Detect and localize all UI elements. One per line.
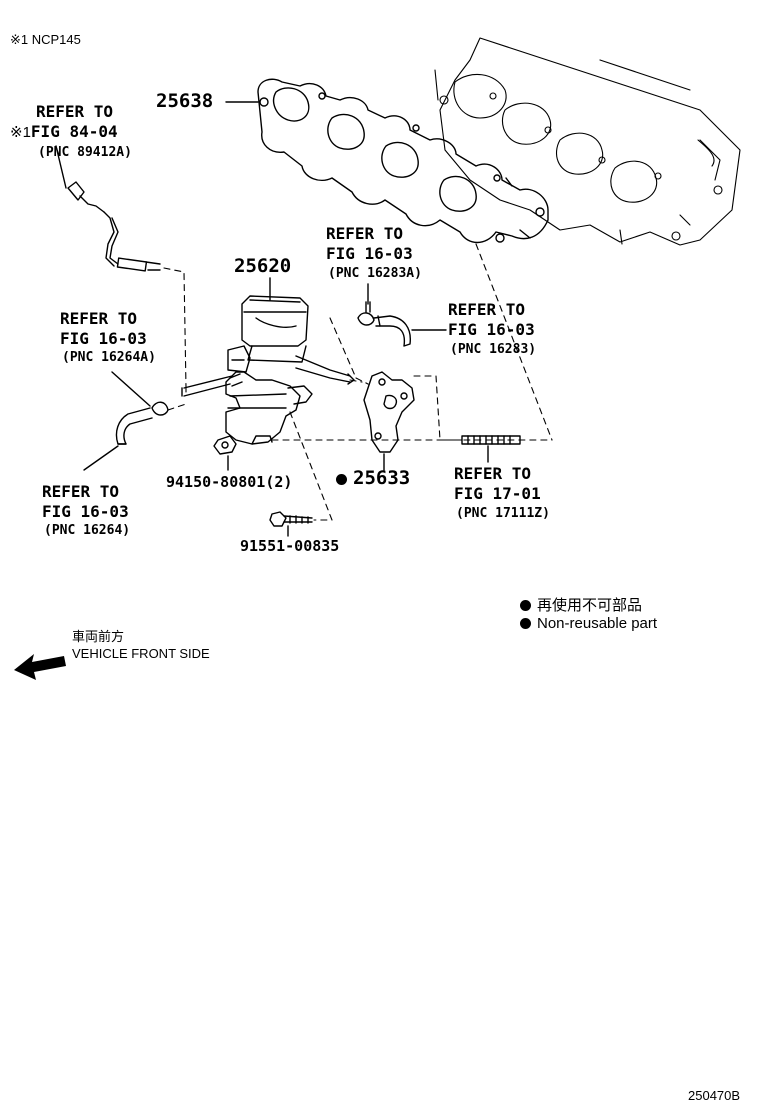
ref-2-refer: REFER TO xyxy=(326,224,404,243)
egr-gasket-drawing xyxy=(363,371,415,453)
part-number-94150-80801: 94150-80801(2) xyxy=(166,473,293,491)
nut-drawing xyxy=(213,435,237,455)
diagram-code: 250470B xyxy=(688,1088,741,1103)
ref-2-pnc: (PNC 16283A) xyxy=(328,266,422,281)
ref-2-fig: FIG 16-03 xyxy=(326,244,413,263)
ref-1-refer: REFER TO xyxy=(36,102,114,121)
ref-4-pnc: (PNC 16283) xyxy=(450,342,537,357)
legend-en: Non-reusable part xyxy=(520,615,657,632)
part-number-25620: 25620 xyxy=(234,255,292,277)
egr-valve-drawing xyxy=(181,295,355,445)
direction-en: VEHICLE FRONT SIDE xyxy=(72,646,210,661)
cylinder-head-outline xyxy=(434,37,741,246)
ref-1-mark: ※1 xyxy=(10,124,31,141)
ref-5-pnc: (PNC 16264) xyxy=(44,523,131,538)
part-number-25638: 25638 xyxy=(156,90,214,112)
model-note: ※1 NCP145 xyxy=(10,32,81,47)
ref-6-refer: REFER TO xyxy=(454,464,532,483)
ref-1-pnc: (PNC 89412A) xyxy=(38,145,132,160)
assembly-lines xyxy=(163,243,553,521)
manifold-gasket-drawing xyxy=(257,78,549,244)
ref-6-pnc: (PNC 17111Z) xyxy=(456,506,550,521)
bolt-drawing xyxy=(269,511,313,527)
upper-hose-drawing xyxy=(357,301,411,347)
ref-6-fig: FIG 17-01 xyxy=(454,484,541,503)
leader-lines xyxy=(55,145,489,537)
ref-5-refer: REFER TO xyxy=(42,482,120,501)
part-number-91551-00835: 91551-00835 xyxy=(240,537,340,555)
direction-jp: 車両前方 xyxy=(72,629,125,644)
legend-dot-icon xyxy=(520,618,531,629)
ref-1-fig-line: ※1FIG 84-04 xyxy=(10,122,118,143)
legend-jp: 再使用不可部品 xyxy=(520,594,642,615)
ref-4-fig: FIG 16-03 xyxy=(448,320,535,339)
ref-5-fig: FIG 16-03 xyxy=(42,502,129,521)
non-reusable-dot-icon xyxy=(336,474,347,485)
ref-3-fig: FIG 16-03 xyxy=(60,329,147,348)
ref-3-refer: REFER TO xyxy=(60,309,138,328)
vehicle-front-arrow-icon xyxy=(14,654,66,680)
ref-4-refer: REFER TO xyxy=(448,300,526,319)
ref-1-fig: FIG 84-04 xyxy=(30,122,118,141)
part-number-25633: 25633 xyxy=(336,467,410,489)
lower-hose-drawing xyxy=(115,401,169,445)
oxygen-sensor-drawing xyxy=(67,181,161,272)
ref-3-pnc: (PNC 16264A) xyxy=(62,350,156,365)
legend-dot-icon xyxy=(520,600,531,611)
